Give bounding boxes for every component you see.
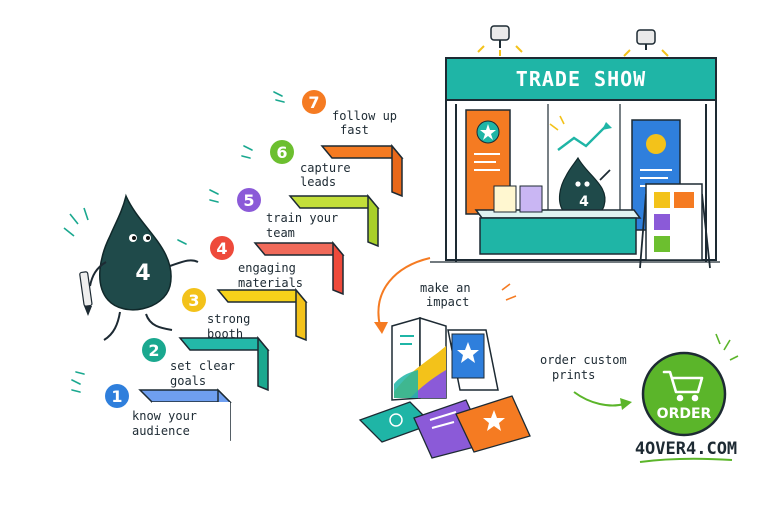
step-5-number: 5 [243, 191, 254, 210]
flyer-stack [358, 395, 531, 459]
order-section: order custom prints [540, 353, 632, 410]
arrow-icon [573, 391, 632, 410]
step-5-label-line1: train your [266, 211, 338, 225]
step-6-label-line1: capture [300, 161, 351, 175]
step-3-number: 3 [188, 291, 199, 310]
step-2: 2 set clear goals [142, 338, 235, 388]
step-4-label-line1: engaging [238, 261, 296, 275]
arrow-icon [374, 257, 431, 334]
step-6: 6 capture leads [270, 140, 351, 189]
step-3-label-line1: strong [207, 312, 250, 326]
step-4-label-line2: materials [238, 276, 303, 290]
step-3: 3 strong booth [182, 288, 250, 341]
underline-swoosh [639, 457, 733, 463]
spotlight-icon [477, 25, 523, 56]
booth-banner-title: TRADE SHOW [516, 67, 646, 91]
step-1-number: 1 [111, 387, 122, 406]
tent-card-icon [447, 329, 499, 391]
booth-banner [445, 57, 717, 101]
step-5-label-line2: team [266, 226, 295, 240]
step-6-label-line2: leads [300, 175, 336, 189]
step-7-label-line1: follow up [332, 109, 397, 123]
sparkle-icon [71, 91, 285, 393]
website-link[interactable]: 4OVER4.COM [635, 439, 737, 459]
booth-counter [479, 217, 637, 255]
brochure-icon [391, 316, 447, 401]
impact-label-line1: make an [420, 281, 471, 295]
step-2-label-line1: set clear [170, 359, 235, 373]
order-label-line1: order custom [540, 353, 627, 367]
step-1-label-line1: know your [132, 409, 197, 423]
step-6-number: 6 [276, 143, 287, 162]
impact-label-line2: impact [426, 295, 469, 309]
trade-show-booth: TRADE SHOW 4 [430, 25, 720, 269]
step-7-label-line2: fast [340, 123, 369, 137]
shopping-cart-icon [662, 370, 704, 402]
mascot-label: 4 [135, 261, 150, 286]
print-materials [358, 316, 531, 459]
step-7: 7 follow up fast [302, 90, 397, 137]
step-7-number: 7 [308, 93, 319, 112]
stair-step-2 [178, 335, 270, 392]
step-2-label-line2: goals [170, 374, 206, 388]
step-1-label-line2: audience [132, 424, 190, 438]
staircase [138, 143, 404, 444]
step-5: 5 train your team [237, 188, 338, 240]
pen-icon [79, 271, 93, 316]
stair-step-4 [253, 240, 345, 296]
easel-sign [639, 183, 711, 269]
step-3-label-line2: booth [207, 327, 243, 341]
step-4-number: 4 [216, 239, 227, 258]
impact-label: make an impact [420, 281, 517, 309]
stair-step-1 [138, 388, 232, 444]
booth-mascot-label: 4 [579, 194, 589, 210]
order-button[interactable]: ORDER [641, 333, 739, 437]
stair-step-6 [320, 143, 404, 198]
mascot-droplet: 4 [63, 193, 199, 341]
step-1: 1 know your audience [105, 384, 197, 438]
stair-step-5 [288, 193, 380, 248]
growth-chart-icon [549, 115, 612, 151]
step-2-number: 2 [148, 341, 159, 360]
order-button-label: ORDER [657, 406, 712, 422]
stair-step-3 [216, 287, 308, 342]
step-4: 4 engaging materials [210, 236, 303, 290]
spotlight-icon [623, 29, 669, 57]
order-label-line2: prints [552, 368, 595, 382]
step-list: 1 know your audience 2 set clear goals 3… [105, 90, 397, 438]
